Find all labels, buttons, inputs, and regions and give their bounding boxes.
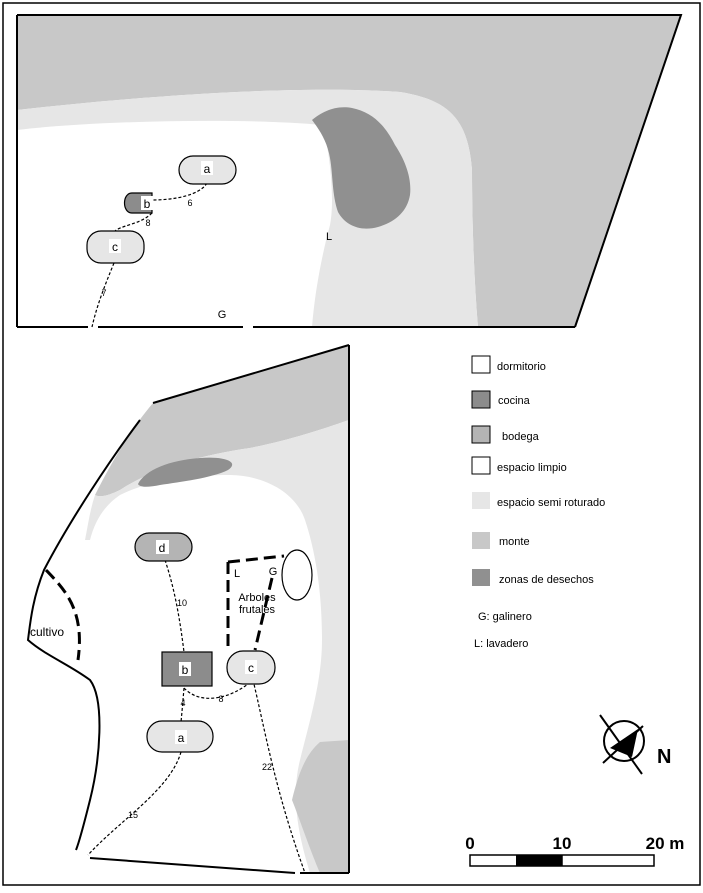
bottom-path-b-a	[180, 687, 185, 723]
top-desechos-zone	[312, 107, 411, 229]
bottom-path-d-b	[164, 559, 185, 653]
scale-bar-segment-dark	[516, 855, 562, 866]
bottom-path-c-exit	[252, 679, 306, 874]
cultivo-label: cultivo	[30, 625, 64, 639]
compass-icon: N	[599, 714, 671, 775]
bottom-label-d-bg	[156, 540, 169, 554]
top-label-c-bg	[109, 239, 121, 253]
bottom-label-c: c	[248, 661, 254, 675]
bottom-distance-d-b: 10	[177, 598, 187, 608]
legend-swatch-dormitorio	[471, 355, 491, 374]
bottom-monte-zone-2	[292, 740, 349, 873]
bottom-plan-edge-left	[26, 419, 141, 851]
cultivo-boundary	[44, 568, 81, 661]
legend-swatch-monte	[472, 532, 490, 549]
bottom-label-a-bg	[175, 730, 187, 744]
top-distance-c-exit: 7	[101, 288, 106, 298]
legend-label-monte: monte	[499, 536, 530, 548]
top-label-a-bg	[201, 161, 213, 175]
bottom-label-b: b	[182, 663, 189, 677]
top-monte-zone	[17, 15, 681, 327]
legend-label-semi-roturado: espacio semi roturado	[497, 497, 605, 509]
bottom-label-lavadero: L	[234, 568, 240, 580]
top-label-lavadero: L	[326, 231, 332, 243]
legend-label-espacio-limpio: espacio limpio	[497, 462, 567, 474]
top-distance-a-b: 6	[187, 198, 192, 208]
bottom-label-a: a	[178, 731, 185, 745]
legend-swatch-espacio-limpio	[471, 456, 491, 475]
scale-tick-20: 20 m	[646, 834, 685, 853]
bottom-label-d: d	[159, 541, 166, 555]
scale-tick-0: 0	[465, 834, 474, 853]
top-label-b: b	[144, 197, 151, 211]
bottom-path-a-exit	[87, 751, 182, 856]
legend-swatch-cocina	[471, 390, 491, 409]
scale-bar: 0 10 20 m	[465, 834, 685, 867]
legend: dormitorio cocina bodega espacio limpio …	[471, 355, 605, 650]
top-label-galinero: G	[218, 309, 227, 321]
bottom-desechos-zone	[138, 457, 233, 487]
bottom-label-c-bg	[245, 660, 257, 674]
legend-label-desechos: zonas de desechos	[499, 574, 594, 586]
legend-label-bodega: bodega	[502, 431, 540, 443]
bottom-monte-zone	[95, 345, 349, 497]
bottom-label-b-bg	[179, 662, 191, 676]
top-label-a: a	[204, 162, 211, 176]
arboles-frutales-label-1: Arboles	[238, 592, 276, 604]
bottom-plan: d b c a 10 4 8 15 22 L G Arboles frutale…	[25, 344, 350, 874]
arboles-frutales-enclosure	[226, 554, 285, 652]
bottom-plan-fence-top	[152, 344, 350, 404]
top-distance-b-c: 8	[145, 218, 150, 228]
top-path-c-exit	[91, 262, 115, 328]
legend-swatch-desechos	[472, 569, 490, 586]
legend-label-cocina: cocina	[498, 395, 531, 407]
top-plan-fence	[17, 14, 683, 328]
bottom-distance-b-c: 8	[218, 694, 223, 704]
legend-label-dormitorio: dormitorio	[497, 361, 546, 373]
galinero-enclosure	[281, 549, 313, 601]
bottom-plan-edge-bottom-2	[89, 857, 296, 874]
bottom-label-galinero: G	[269, 566, 278, 578]
scale-tick-10: 10	[553, 834, 572, 853]
bottom-distance-b-a: 4	[180, 698, 185, 708]
arboles-frutales-label-2: frutales	[239, 604, 276, 616]
top-label-c: c	[112, 240, 118, 254]
bottom-path-b-c	[183, 679, 254, 699]
legend-note-galinero: G: galinero	[478, 611, 532, 623]
legend-swatch-bodega	[471, 425, 491, 444]
legend-note-lavadero: L: lavadero	[474, 638, 528, 650]
bottom-distance-c-exit: 22	[262, 762, 272, 772]
legend-swatch-semi-roturado	[472, 492, 490, 509]
top-path-a-b	[151, 182, 208, 201]
top-plan: a b c 6 8 7 L G	[16, 14, 683, 328]
north-label: N	[657, 746, 671, 768]
bottom-distance-a-exit: 15	[128, 810, 138, 820]
top-label-b-bg	[141, 196, 153, 210]
